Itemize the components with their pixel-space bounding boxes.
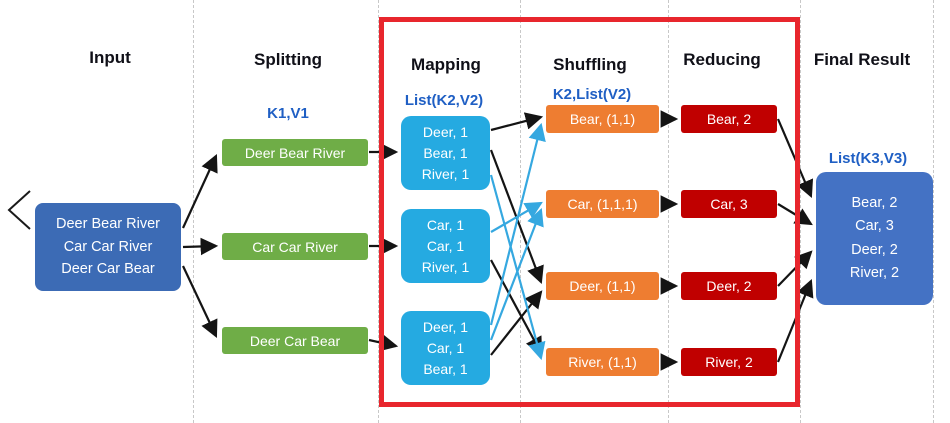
mapping-line: Deer, 1 (422, 123, 469, 140)
column-divider (378, 0, 379, 423)
column-header-mapping: Mapping (411, 55, 481, 74)
column-divider (933, 0, 934, 423)
mapping-line: Deer, 1 (422, 318, 469, 335)
mapping-line: Car, 1 (426, 216, 465, 233)
column-header-input: Input (89, 48, 131, 67)
shuffling-box: Bear, (1,1) (546, 105, 659, 133)
input-line: Car Car River (63, 238, 153, 255)
final-result-line: Car, 3 (855, 218, 894, 235)
column-header-splitting: Splitting (254, 50, 322, 69)
column-header-reducing: Reducing (683, 50, 761, 69)
subheader-k2-list-v2: K2,List(V2) (552, 86, 632, 103)
input-to-splitting-arrows (182, 154, 219, 338)
splitting-box: Deer Car Bear (222, 327, 368, 354)
mapping-line: Bear, 1 (423, 360, 468, 377)
final-result-line: Bear, 2 (851, 195, 898, 212)
column-divider (193, 0, 194, 423)
reducing-box: Car, 3 (681, 190, 777, 218)
mapping-line: River, 1 (421, 165, 470, 182)
splitting-box: Deer Bear River (222, 139, 368, 166)
input-box: Deer Bear River Car Car River Deer Car B… (35, 203, 181, 291)
mapping-line: Bear, 1 (423, 144, 468, 161)
column-header-final-result: Final Result (813, 50, 911, 69)
mapping-box: Deer, 1 Bear, 1 River, 1 (401, 116, 490, 190)
mapping-box: Car, 1 Car, 1 River, 1 (401, 209, 490, 283)
reducing-box: Bear, 2 (681, 105, 777, 133)
shuffling-box: Deer, (1,1) (546, 272, 659, 300)
mapping-box: Deer, 1 Car, 1 Bear, 1 (401, 311, 490, 385)
final-result-line: Deer, 2 (851, 241, 898, 258)
shuffling-box: River, (1,1) (546, 348, 659, 376)
reducing-box: River, 2 (681, 348, 777, 376)
mapreduce-stage-frame (379, 17, 800, 407)
mapping-to-shuffling-arrows-black (489, 112, 544, 356)
mapping-line: Car, 1 (426, 237, 465, 254)
mapping-to-shuffling-arrows-blue (489, 122, 546, 361)
splitting-box: Car Car River (222, 233, 368, 260)
final-result-line: River, 2 (849, 264, 900, 281)
subheader-list-k2v2: List(K2,V2) (404, 92, 484, 109)
input-line: Deer Bear River (56, 216, 160, 233)
mapping-line: River, 1 (421, 258, 470, 275)
final-result-box: Bear, 2 Car, 3 Deer, 2 River, 2 (816, 172, 933, 305)
shuffling-to-reducing-arrows (660, 110, 679, 371)
subheader-list-k3v3: List(K3,V3) (828, 150, 908, 167)
input-chevron-icon (7, 190, 31, 230)
input-line: Deer Car Bear (61, 261, 155, 278)
reducing-box: Deer, 2 (681, 272, 777, 300)
subheader-k1v1: K1,V1 (267, 105, 309, 122)
column-header-shuffling: Shuffling (553, 55, 627, 74)
mapping-line: Car, 1 (426, 339, 465, 356)
shuffling-box: Car, (1,1,1) (546, 190, 659, 218)
reducing-to-final-arrows (776, 118, 814, 363)
